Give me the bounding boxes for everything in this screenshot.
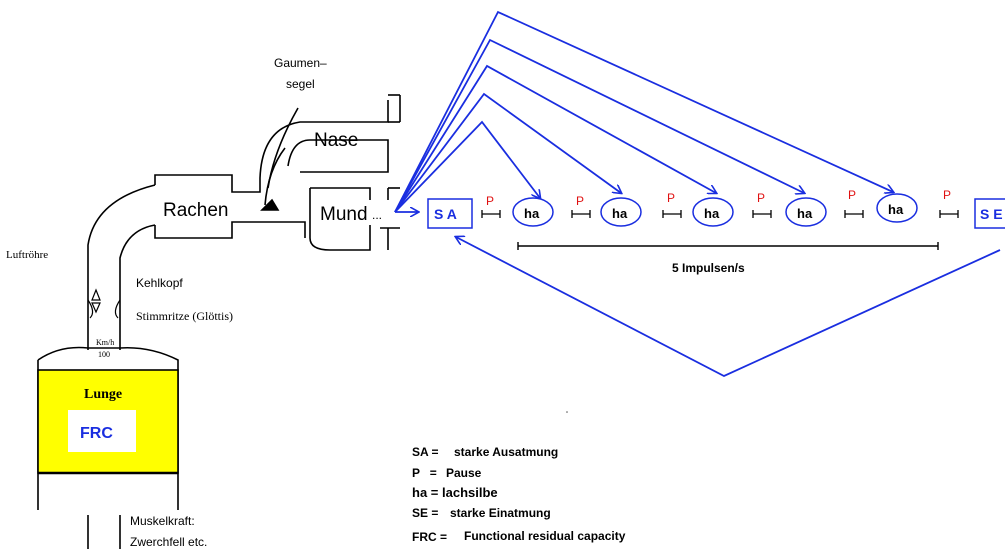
legend-abbr-frc: FRC = bbox=[412, 530, 447, 544]
kmh-label-2: 100 bbox=[98, 350, 110, 359]
pause-label-2: P bbox=[576, 194, 584, 208]
mund-label: Mund bbox=[320, 204, 368, 225]
trachea-outer-wall bbox=[88, 185, 155, 350]
gaumensegel-label-2: segel bbox=[286, 77, 315, 91]
syllable-1: ha bbox=[524, 206, 540, 221]
legend-abbr-se: SE = bbox=[412, 506, 438, 520]
pause-label-6: P bbox=[943, 188, 951, 202]
rachen-label: Rachen bbox=[163, 200, 229, 221]
legend-text-ha: lachsilbe bbox=[442, 485, 498, 500]
legend-text-se: starke Einatmung bbox=[450, 506, 551, 520]
pause-label-3: P bbox=[667, 191, 675, 205]
kmh-label-1: Km/h bbox=[96, 338, 114, 347]
nase-label: Nase bbox=[314, 130, 358, 151]
se-label: S E bbox=[980, 206, 1003, 222]
lunge-label: Lunge bbox=[84, 387, 122, 402]
sa-label: S A bbox=[434, 206, 457, 222]
mouth-dots: ... bbox=[372, 208, 382, 222]
kehlkopf-label: Kehlkopf bbox=[136, 276, 183, 290]
frc-label: FRC bbox=[80, 425, 113, 442]
legend: SA = starke Ausatmung P = Pause ha = lac… bbox=[412, 445, 626, 544]
syllable-2: ha bbox=[612, 206, 628, 221]
muskel-label-1: Muskelkraft: bbox=[130, 514, 195, 528]
syllable-4: ha bbox=[797, 206, 813, 221]
pause-label-1: P bbox=[486, 194, 494, 208]
legend-abbr-ha: ha = bbox=[412, 485, 439, 500]
pause-label-5: P bbox=[848, 188, 856, 202]
muskel-label-2: Zwerchfell etc. bbox=[130, 535, 207, 549]
rate-label: 5 Impulsen/s bbox=[672, 261, 745, 275]
pause-label-4: P bbox=[757, 191, 765, 205]
rate-bracket bbox=[518, 242, 938, 250]
legend-text-sa: starke Ausatmung bbox=[454, 445, 558, 459]
gaumensegel-label-1: Gaumen– bbox=[274, 56, 327, 70]
stimmritze-label: Stimmritze (Glöttis) bbox=[136, 309, 233, 323]
legend-text-frc: Functional residual capacity bbox=[464, 529, 626, 543]
syllable-3: ha bbox=[704, 206, 720, 221]
luftrohre-label: Luftröhre bbox=[6, 249, 48, 261]
legend-text-p: Pause bbox=[446, 466, 482, 480]
legend-abbr-sa: SA = bbox=[412, 445, 439, 459]
stray-dot bbox=[566, 411, 568, 413]
legend-abbr-p: P = bbox=[412, 466, 437, 480]
syllable-5: ha bbox=[888, 202, 904, 217]
